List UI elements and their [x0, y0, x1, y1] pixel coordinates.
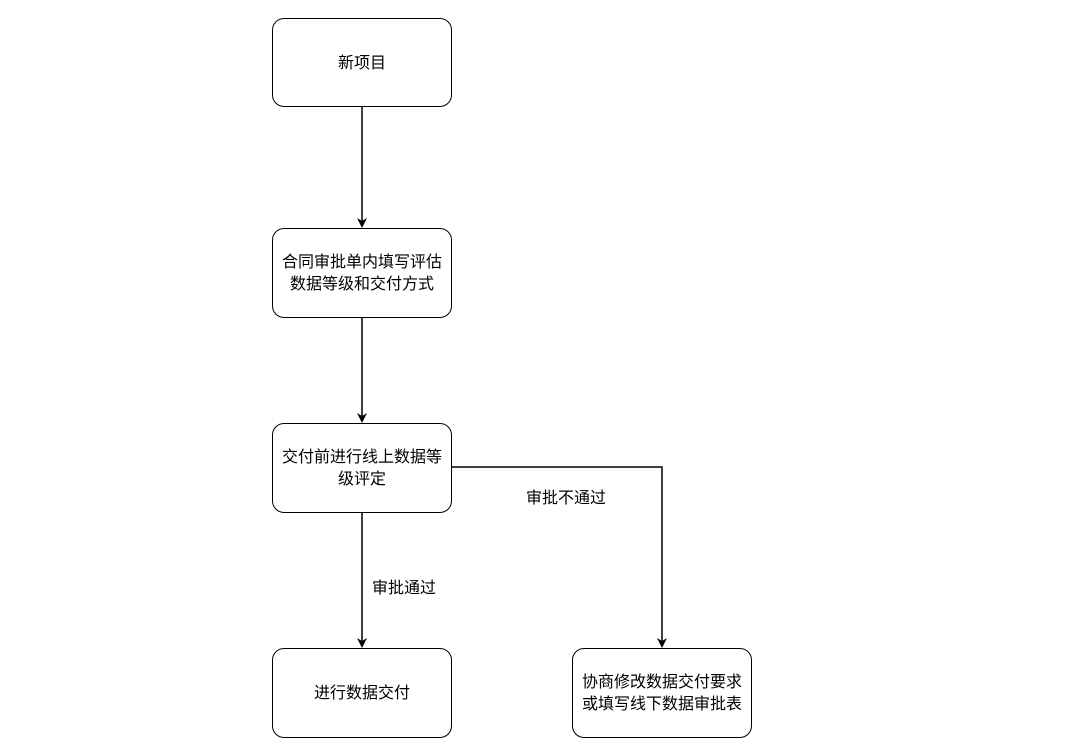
- edge-label-rejected: 审批不通过: [526, 488, 607, 507]
- node-new-project-label: 新项目: [337, 52, 386, 72]
- node-contract-approval: 合同审批单内填写评估数据等级和交付方式: [272, 228, 452, 318]
- node-new-project: 新项目: [272, 18, 452, 107]
- node-data-delivery-label: 进行数据交付: [313, 683, 410, 702]
- node-negotiate: 协商修改数据交付要求或填写线下数据审批表: [572, 648, 752, 738]
- node-online-rating: 交付前进行线上数据等级评定: [272, 423, 452, 513]
- node-negotiate-label: 协商修改数据交付要求或填写线下数据审批表: [581, 672, 742, 713]
- node-online-rating-label: 交付前进行线上数据等级评定: [281, 447, 442, 488]
- node-data-delivery: 进行数据交付: [272, 648, 452, 738]
- arrow-rating-to-negotiate: [452, 466, 667, 648]
- edge-label-approved: 审批通过: [372, 578, 437, 597]
- node-contract-approval-label: 合同审批单内填写评估数据等级和交付方式: [281, 252, 442, 293]
